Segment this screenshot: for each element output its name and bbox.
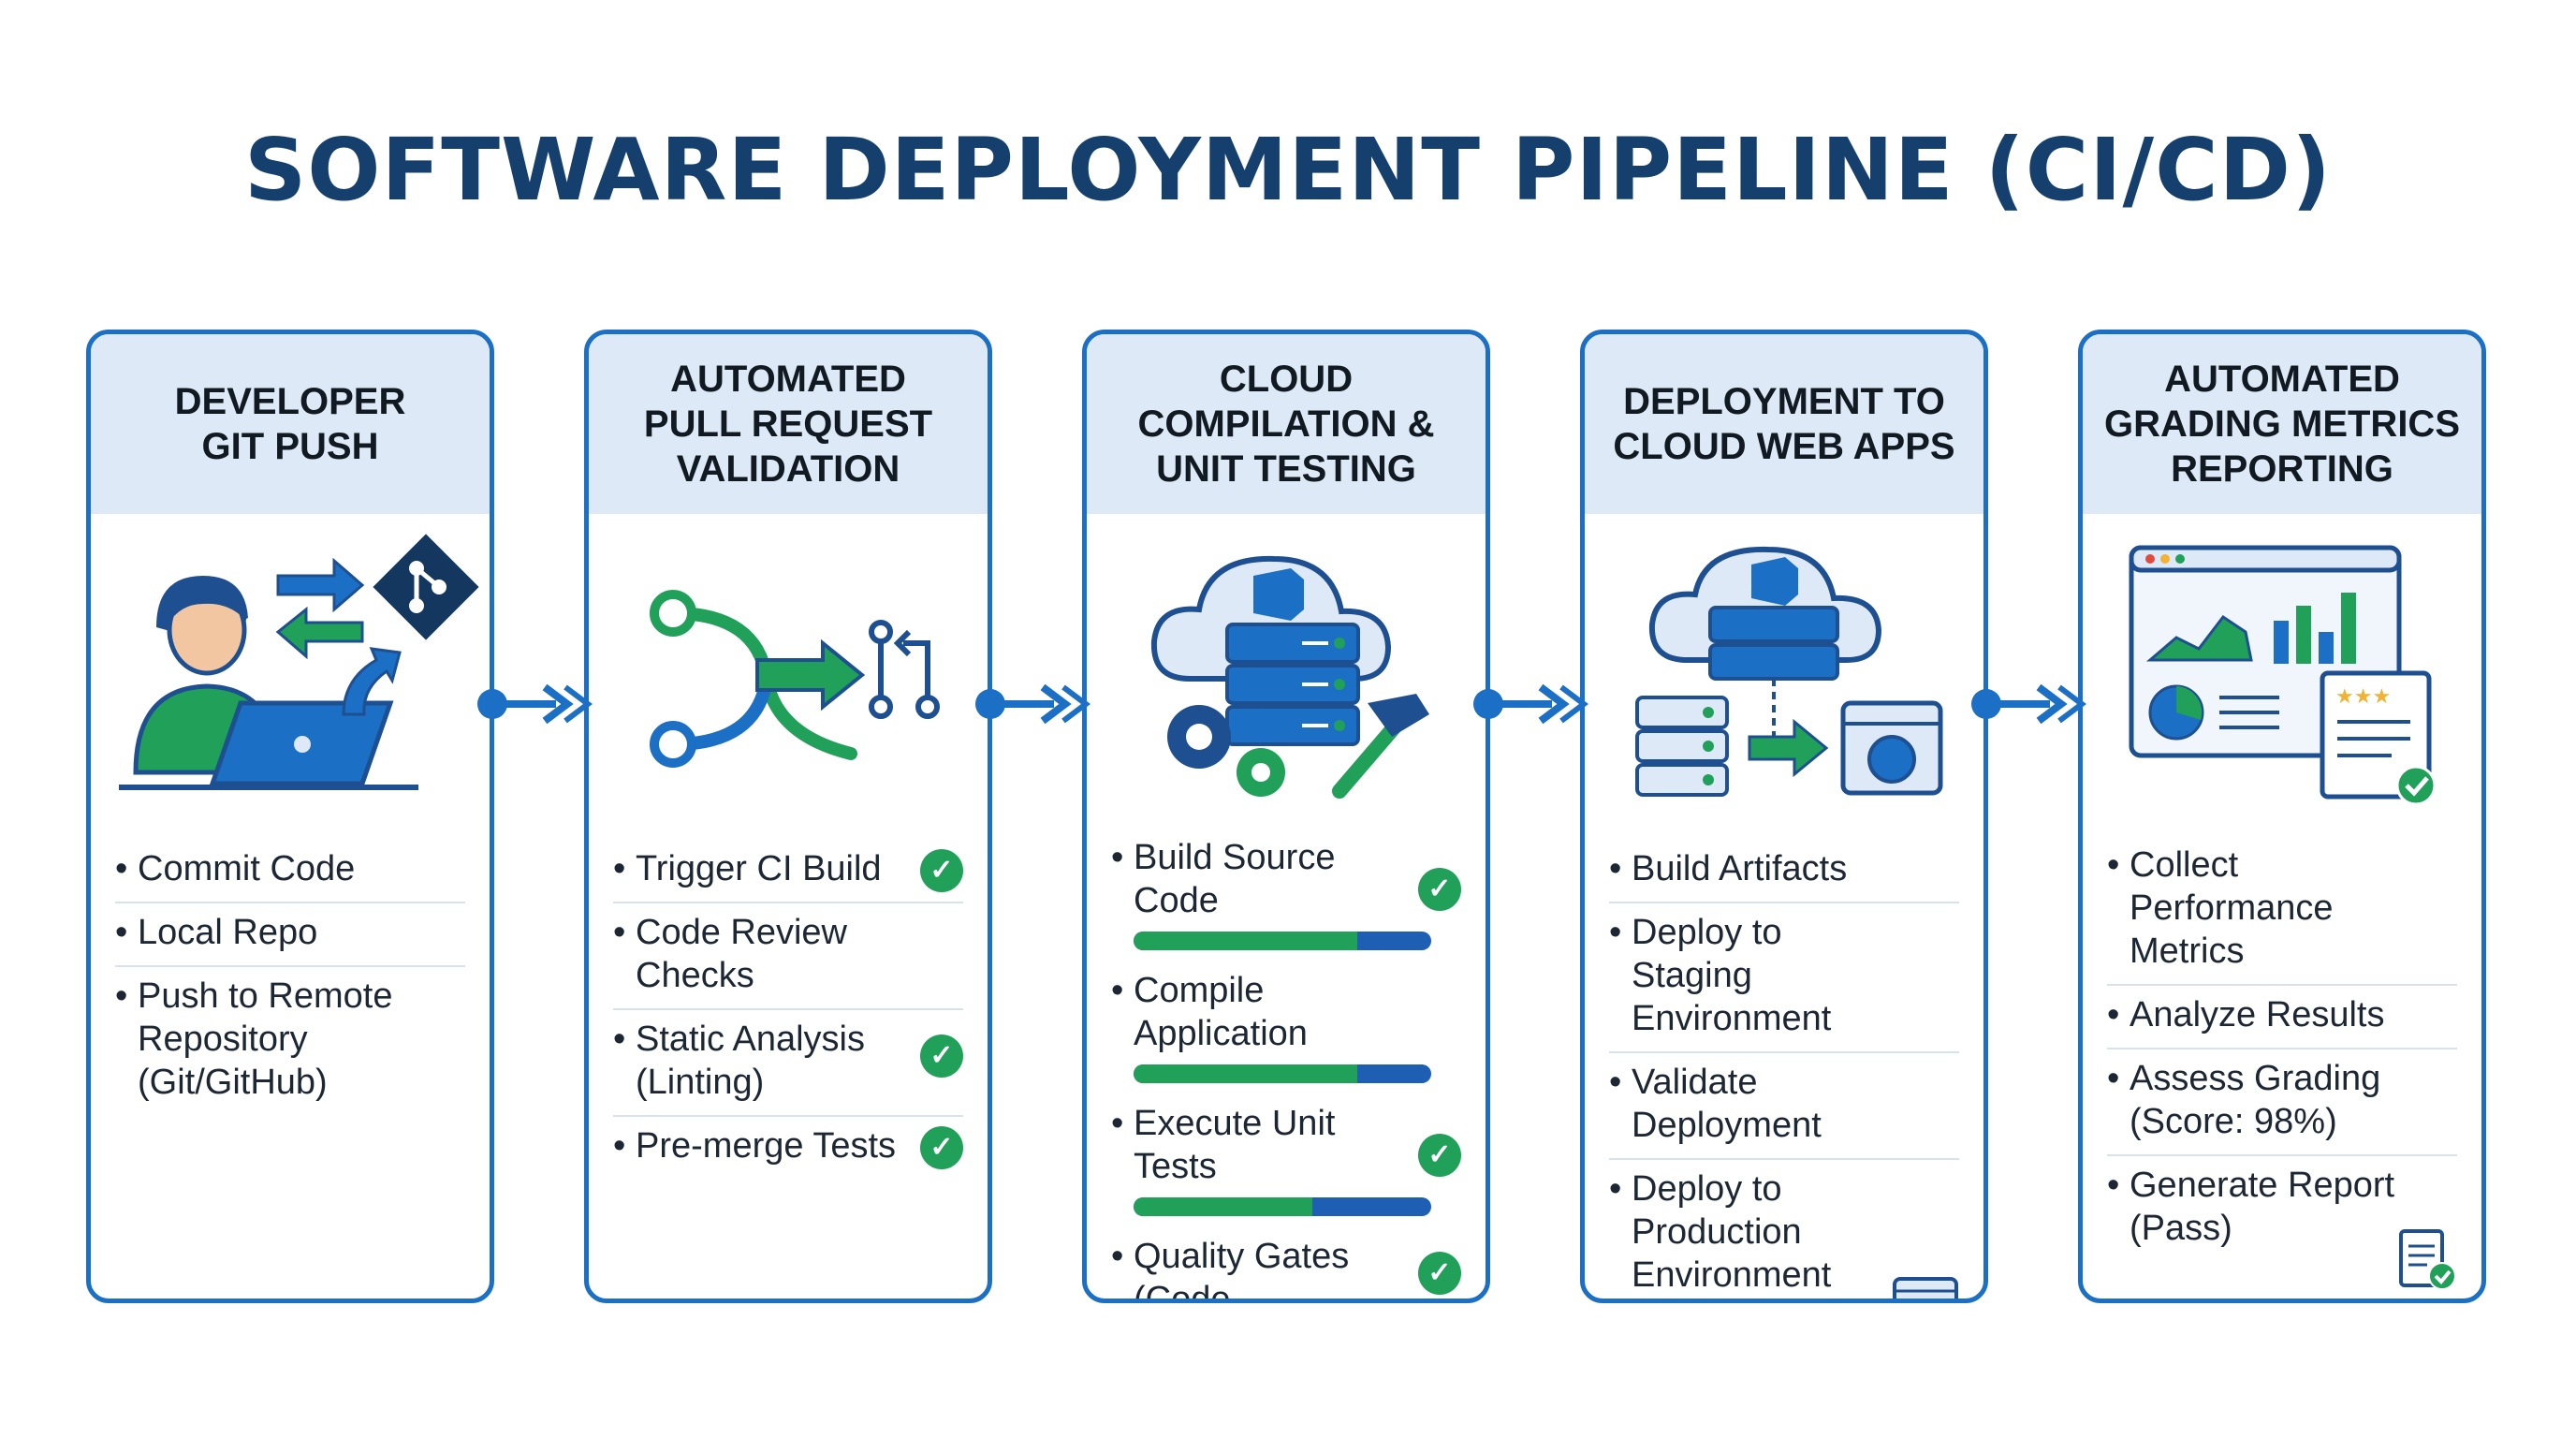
flow-arrow-icon: [1473, 683, 1588, 725]
stage-title: DEVELOPER GIT PUSH: [91, 334, 490, 514]
cloud-deploy-icon: [1585, 520, 1983, 819]
check-icon: ✓: [920, 849, 963, 892]
list-item: Deploy to Staging Environment: [1609, 903, 1959, 1053]
stage-card-cloud-deployment: DEPLOYMENT TO CLOUD WEB APPS Build Artif…: [1580, 330, 1988, 1303]
metrics-dashboard-icon: ★★★: [2083, 520, 2481, 819]
list-item: Trigger CI Build✓: [613, 840, 963, 903]
list-item: Validate Deployment: [1609, 1053, 1959, 1160]
stage-card-grading-metrics: AUTOMATED GRADING METRICS REPORTING ★★★: [2078, 330, 2486, 1303]
list-item: Local Repo: [115, 903, 465, 967]
stage-card-developer-git-push: DEVELOPER GIT PUSH Commit Code Lo: [86, 330, 494, 1303]
list-item: Analyze Results: [2107, 986, 2457, 1049]
stage-title: CLOUD COMPILATION & UNIT TESTING: [1087, 334, 1486, 514]
report-document-icon: [2399, 1229, 2456, 1290]
stage-title: AUTOMATED GRADING METRICS REPORTING: [2083, 334, 2481, 514]
list-item: Code Review Checks: [613, 903, 963, 1010]
stage-items: Commit Code Local Repo Push to Remote Re…: [115, 840, 465, 1115]
stage-card-cloud-compilation: CLOUD COMPILATION & UNIT TESTING Build S…: [1082, 330, 1490, 1303]
list-item: Execute Unit Tests✓: [1111, 1094, 1461, 1227]
developer-laptop-git-icon: [91, 520, 490, 819]
flow-arrow-icon: [477, 683, 593, 725]
check-icon: ✓: [920, 1034, 963, 1078]
stage-items: Trigger CI Build✓ Code Review Checks Sta…: [613, 840, 963, 1179]
list-item: Push to Remote Repository (Git/GitHub): [115, 967, 465, 1115]
stage-title: DEPLOYMENT TO CLOUD WEB APPS: [1585, 334, 1983, 514]
check-icon: ✓: [1418, 1252, 1461, 1295]
flow-arrow-icon: [975, 683, 1090, 725]
list-item: Generate Report (Pass): [2107, 1156, 2457, 1299]
page-title: SOFTWARE DEPLOYMENT PIPELINE (CI/CD): [243, 120, 2333, 220]
stage-items: Build Source Code✓ Compile Application E…: [1111, 829, 1461, 1299]
list-item: Deploy to Production Environment: [1609, 1160, 1959, 1299]
list-item: Pre-merge Tests✓: [613, 1117, 963, 1179]
list-item: Build Artifacts: [1609, 840, 1959, 903]
check-icon: ✓: [1418, 868, 1461, 911]
progress-bar: [1134, 932, 1431, 950]
stage-items: Collect Performance Metrics Analyze Resu…: [2107, 836, 2457, 1299]
progress-bar: [1134, 1197, 1431, 1216]
list-item: Collect Performance Metrics: [2107, 836, 2457, 986]
stage-title: AUTOMATED PULL REQUEST VALIDATION: [589, 334, 988, 514]
list-item: Static Analysis (Linting)✓: [613, 1010, 963, 1117]
stage-card-pull-request-validation: AUTOMATED PULL REQUEST VALIDATION Trigge…: [584, 330, 992, 1303]
web-app-icon: [1893, 1277, 1958, 1299]
list-item: Build Source Code✓: [1111, 829, 1461, 961]
svg-text:★★★: ★★★: [2335, 685, 2391, 709]
list-item: Commit Code: [115, 840, 465, 903]
merge-pull-request-icon: [589, 520, 988, 819]
progress-bar: [1134, 1064, 1431, 1083]
list-item: Quality Gates (Code Coverage)✓: [1111, 1227, 1461, 1299]
check-icon: ✓: [920, 1126, 963, 1169]
list-item: Assess Grading (Score: 98%): [2107, 1049, 2457, 1156]
flow-arrow-icon: [1971, 683, 2086, 725]
stage-items: Build Artifacts Deploy to Staging Enviro…: [1609, 840, 1959, 1299]
cloud-build-server-icon: [1087, 520, 1486, 819]
list-item: Compile Application: [1111, 961, 1461, 1094]
check-icon: ✓: [1418, 1134, 1461, 1177]
